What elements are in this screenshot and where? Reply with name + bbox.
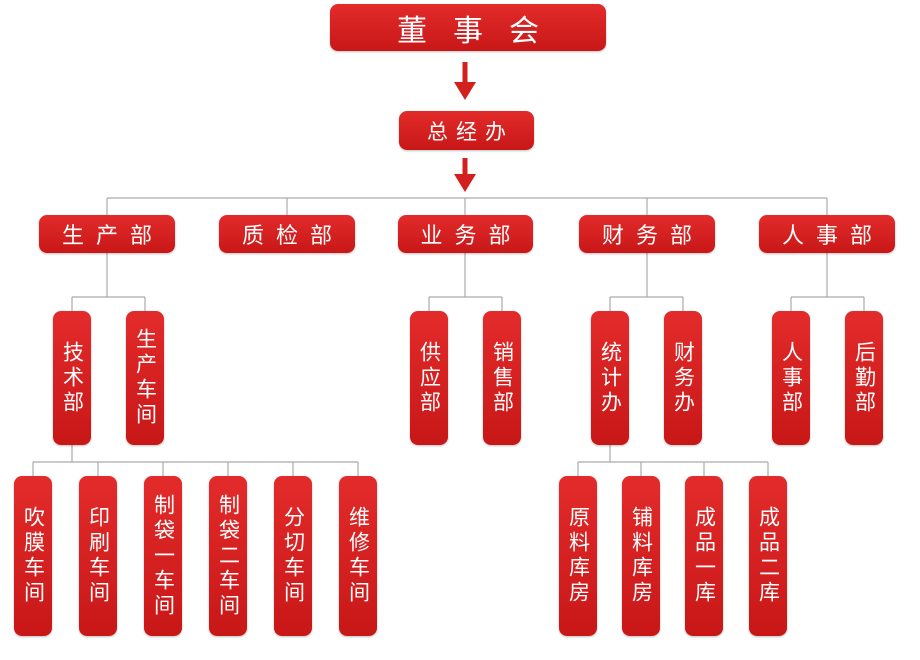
workshop-repair: 维修车间 — [339, 476, 377, 636]
sub-sales: 销售部 — [483, 311, 521, 445]
sub-supply: 供应部 — [410, 311, 448, 445]
board-box: 董事会 — [330, 4, 606, 51]
dept-hr: 人事部 — [759, 215, 895, 253]
sub-logistics: 后勤部 — [845, 311, 883, 445]
workshop-bag-1: 制袋一车间 — [144, 476, 182, 636]
dept-qc: 质检部 — [219, 215, 355, 253]
dept-production: 生产部 — [39, 215, 175, 253]
sub-hr: 人事部 — [772, 311, 810, 445]
dept-business: 业务部 — [398, 215, 533, 253]
dept-finance: 财务部 — [579, 215, 715, 253]
warehouse-aux: 铺料库房 — [622, 476, 660, 636]
workshop-slitting: 分切车间 — [274, 476, 312, 636]
sub-tech: 技术部 — [53, 311, 91, 445]
warehouse-raw: 原料库房 — [559, 476, 597, 636]
arrow-gm-to-depts — [454, 158, 476, 192]
workshop-printing: 印刷车间 — [79, 476, 117, 636]
sub-production-workshop: 生产车间 — [126, 311, 164, 445]
sub-finance-office: 财务办 — [664, 311, 702, 445]
warehouse-finished-2: 成品二库 — [749, 476, 787, 636]
workshop-blow-film: 吹膜车间 — [14, 476, 52, 636]
sub-stats: 统计办 — [591, 311, 629, 445]
arrow-board-to-gm — [454, 62, 476, 100]
workshop-bag-2: 制袋二车间 — [209, 476, 247, 636]
warehouse-finished-1: 成品一库 — [685, 476, 723, 636]
gm-office-box: 总经办 — [399, 111, 534, 150]
